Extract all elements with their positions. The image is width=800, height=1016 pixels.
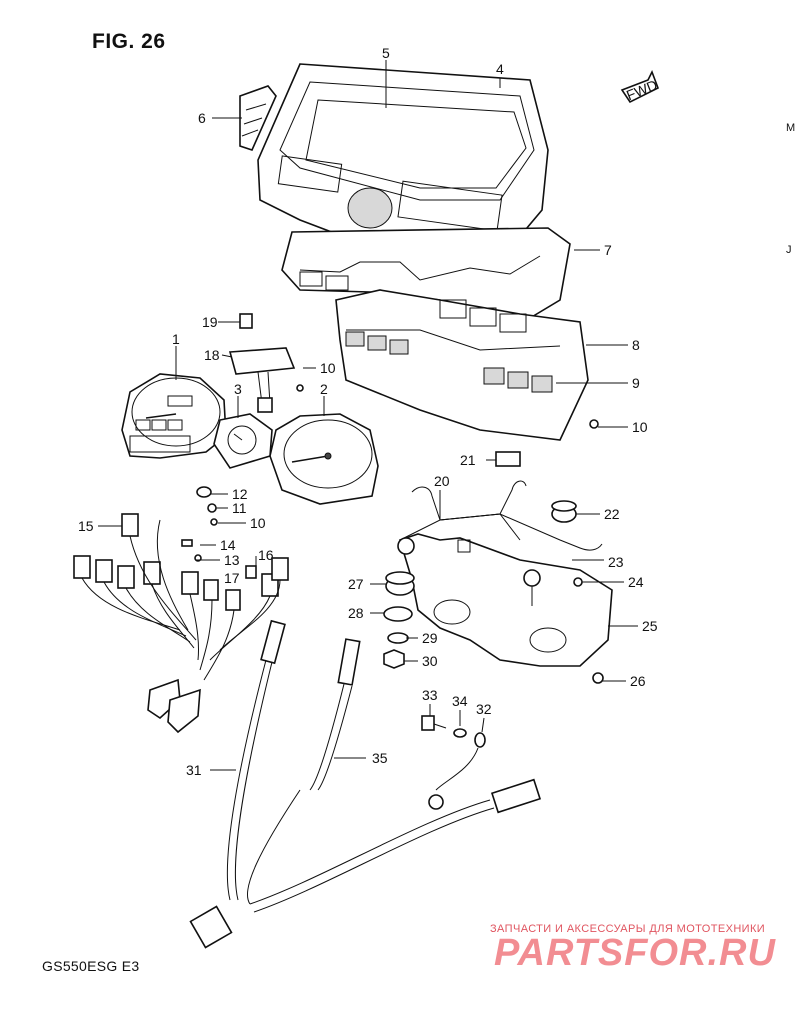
callout-15: 14 — [220, 537, 236, 553]
callout-11: 10 — [250, 515, 266, 531]
callout-18: 17 — [224, 570, 240, 586]
callout-4: 4 — [496, 61, 504, 77]
edge-mark-m: M — [786, 122, 796, 134]
callout-10-right: 10 — [632, 419, 648, 435]
speedometer — [121, 373, 227, 459]
edge-mark-j: J — [786, 244, 792, 256]
fwd-arrow-icon: FWD — [620, 70, 660, 104]
callout-1: 1 — [172, 331, 180, 347]
callout-30: 29 — [422, 630, 438, 646]
watermark-tagline: ЗАПЧАСТИ И АКСЕССУАРЫ ДЛЯ МОТОТЕХНИКИ — [490, 923, 766, 935]
bulb-socket-connector — [228, 347, 296, 413]
callout-36: 35 — [372, 750, 388, 766]
callout-21: 20 — [434, 473, 450, 489]
callout-9: 9 — [632, 375, 640, 391]
callout-31: 30 — [422, 653, 438, 669]
callout-numbers: 5 4 6 7 8 9 10 19 1 18 10 3 2 12 11 10 1… — [78, 45, 658, 778]
callout-10-left: 10 — [320, 360, 336, 376]
meter-cover — [257, 63, 549, 273]
damper-washer-nut — [383, 571, 415, 669]
callout-6: 6 — [198, 110, 206, 126]
callout-17: 16 — [258, 547, 274, 563]
wiring-harness — [73, 513, 289, 734]
callout-16: 15 — [78, 518, 94, 534]
callout-25: 24 — [628, 574, 644, 590]
callout-3: 3 — [234, 381, 242, 397]
bolt-washer-clamp — [421, 715, 486, 810]
callout-27: 26 — [630, 673, 646, 689]
callout-13: 12 — [232, 486, 248, 502]
leader-lines — [98, 60, 638, 771]
callout-19: 18 — [204, 347, 220, 363]
fuel-gauge — [213, 413, 273, 469]
callout-7: 7 — [604, 242, 612, 258]
small-fasteners — [181, 313, 599, 579]
callout-23: 22 — [604, 506, 620, 522]
tachometer — [269, 413, 379, 505]
callout-22: 21 — [460, 452, 476, 468]
callout-5: 5 — [382, 45, 390, 61]
callout-20: 19 — [202, 314, 218, 330]
callout-8: 8 — [632, 337, 640, 353]
callout-12: 11 — [232, 500, 247, 516]
callout-33: 32 — [476, 701, 492, 717]
callout-28: 27 — [348, 576, 364, 592]
callout-2: 2 — [320, 381, 328, 397]
callout-32: 31 — [186, 762, 202, 778]
callout-29: 28 — [348, 605, 364, 621]
callout-26: 25 — [642, 618, 658, 634]
callout-35: 34 — [452, 693, 468, 709]
model-code: GS550ESG E3 — [42, 958, 140, 974]
watermark-logo: PARTSFOR.RU — [494, 932, 776, 974]
rubber-grommets — [495, 451, 577, 523]
figure-title: FIG. 26 — [92, 30, 166, 53]
lower-bracket-plate — [397, 533, 613, 684]
callout-24: 23 — [608, 554, 624, 570]
meter-bracket — [399, 480, 603, 551]
callout-34: 33 — [422, 687, 438, 703]
meter-cables — [189, 619, 542, 949]
rubber-cushion-strip — [239, 85, 277, 151]
meter-case — [335, 289, 589, 441]
fwd-label: FWD — [624, 77, 660, 104]
callout-14: 13 — [224, 552, 240, 568]
